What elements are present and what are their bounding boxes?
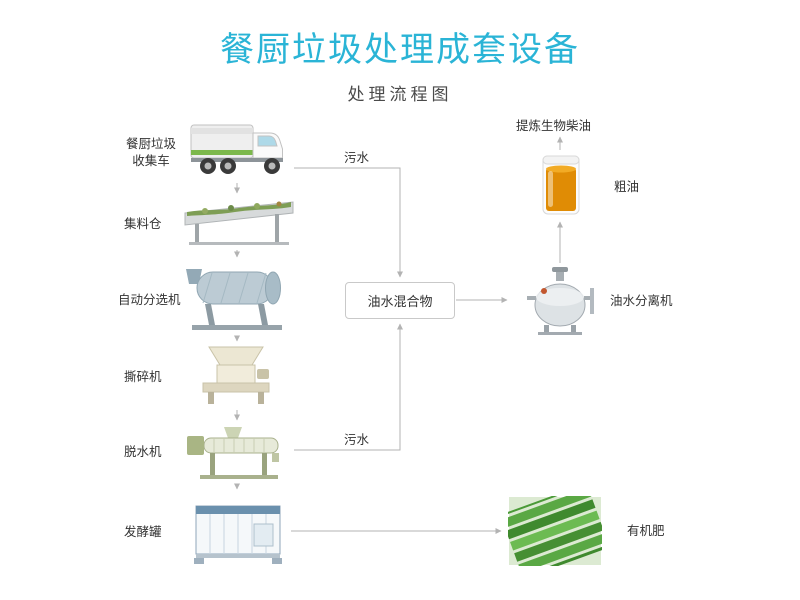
label-shredder: 撕碎机 (124, 369, 162, 384)
hopper-conveyor-image (183, 197, 295, 247)
screw-press-illustration (187, 427, 279, 479)
drum-sorter-illustration (186, 269, 282, 330)
separator-vessel-illustration (527, 267, 594, 335)
label-collection-truck-line1: 餐厨垃圾 (125, 136, 176, 151)
connector-truck-sewage-to-mixture (294, 167, 403, 278)
separator-image (514, 266, 606, 336)
garbage-truck-illustration (190, 124, 283, 174)
label-fermenter: 发酵罐 (124, 524, 162, 539)
label-collection-truck-line2: 收集车 (132, 152, 170, 168)
page-title: 餐厨垃圾处理成套设备 (220, 30, 580, 70)
conveyor-illustration (184, 201, 294, 245)
crude-oil-image (520, 153, 602, 217)
shredder-image (193, 345, 279, 407)
fertilizer-image (508, 496, 602, 566)
compost-rows-illustration (508, 496, 602, 566)
label-separator: 油水分离机 (610, 293, 673, 308)
label-collection-truck: 餐厨垃圾 收集车 (121, 136, 181, 170)
truck-image (188, 114, 292, 180)
fermentation-tank-illustration (194, 505, 282, 564)
label-dewatering: 脱水机 (124, 444, 162, 459)
label-sewage-bottom: 污水 (344, 432, 370, 447)
dewatering-image (184, 425, 290, 481)
label-sorter: 自动分选机 (118, 292, 181, 307)
label-crude-oil: 粗油 (614, 179, 640, 194)
shredder-illustration (202, 346, 270, 404)
oil-beaker-illustration (542, 155, 580, 215)
mixture-box: 油水混合物 (345, 282, 455, 319)
label-biodiesel: 提炼生物柴油 (516, 118, 592, 133)
label-hopper: 集料仓 (124, 216, 162, 231)
fermenter-image (191, 494, 287, 566)
label-sewage-top: 污水 (344, 150, 370, 165)
label-fertilizer: 有机肥 (627, 523, 665, 538)
page-subtitle: 处理流程图 (347, 85, 453, 105)
sorter-image (184, 261, 290, 335)
